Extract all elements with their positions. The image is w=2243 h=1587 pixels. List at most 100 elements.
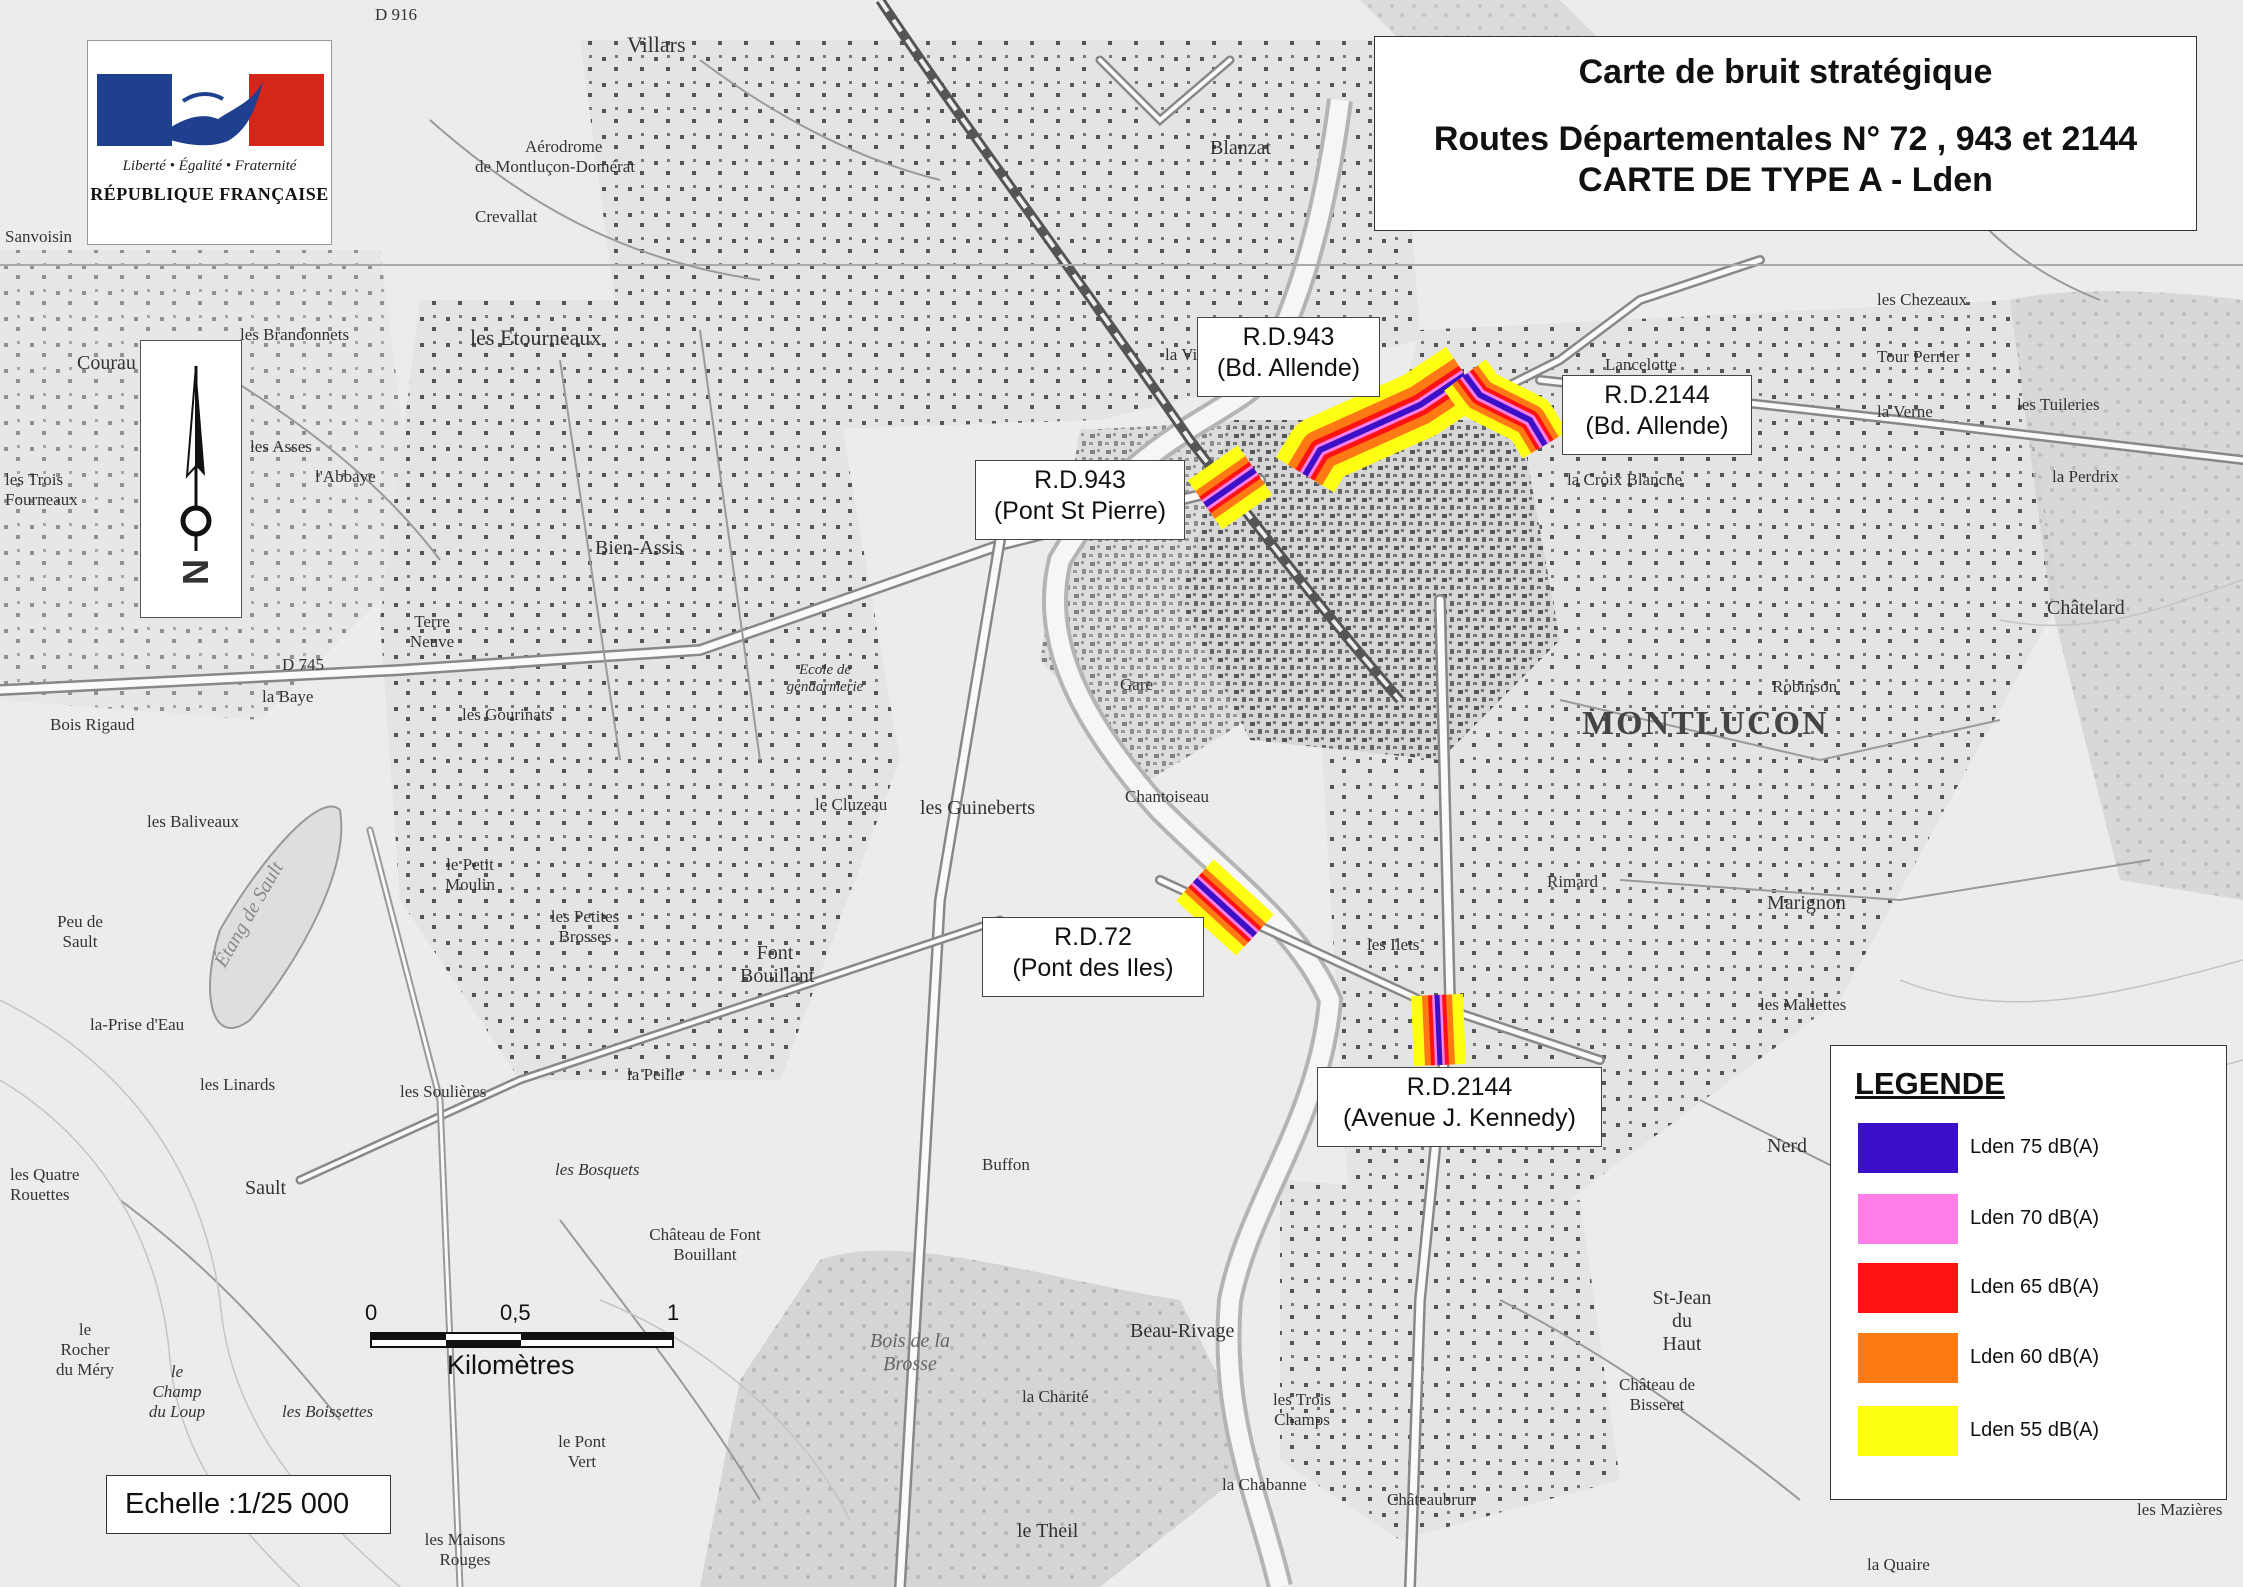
place-cluzeau: le Cluzeau <box>815 795 888 814</box>
place-chatelard: Châtelard <box>2047 597 2125 619</box>
place-chezeaux: les Chezeaux <box>1877 290 1968 309</box>
place-st-jean: St-Jean du Haut <box>1652 1287 1712 1355</box>
road-label-street: (Pont des Iles) <box>1012 954 1174 982</box>
place-gourinats: les Gourinats <box>462 705 553 724</box>
place-croix-blanche: la Croix Blanche <box>1567 470 1683 489</box>
legend-label: Lden 60 dB(A) <box>1970 1346 2099 1368</box>
place-bosquets: les Bosquets <box>555 1160 640 1179</box>
republique-francaise-logo: Liberté • Égalité • Fraternité RÉPUBLIQU… <box>87 40 332 245</box>
legend-item-65: Lden 65 dB(A) <box>1858 1263 2218 1313</box>
place-chabanne: la Chabanne <box>1222 1475 1307 1494</box>
road-label-rd2144-bd-allende[interactable]: R.D.2144 (Bd. Allende) <box>1562 375 1752 455</box>
scale-unit: Kilomètres <box>447 1350 575 1380</box>
legend-label: Lden 75 dB(A) <box>1970 1136 2099 1158</box>
north-arrow-box: N <box>140 340 242 618</box>
road-label-number: R.D.2144 <box>1406 1073 1513 1101</box>
map-subtitle-type: CARTE DE TYPE A - Lden <box>1578 161 1993 199</box>
place-asses: les Asses <box>250 437 312 456</box>
legend-item-75: Lden 75 dB(A) <box>1858 1123 2218 1173</box>
place-d916: D 916 <box>375 5 418 24</box>
place-rimard: Rimard <box>1547 872 1598 891</box>
place-trois-champs: les Trois Champs <box>1272 1390 1332 1429</box>
road-label-street: (Pont St Pierre) <box>993 497 1167 525</box>
place-nerd: Nerd <box>1767 1135 1807 1157</box>
road-label-rd72-pont-des-iles[interactable]: R.D.72 (Pont des Iles) <box>982 917 1204 997</box>
legend-label: Lden 70 dB(A) <box>1970 1207 2099 1229</box>
legend-swatch <box>1858 1263 1958 1313</box>
scale-bar-graphic <box>370 1332 674 1348</box>
forest-south <box>700 1250 1260 1587</box>
place-font-bouillant: Font Bouillant <box>740 942 815 987</box>
noise-band-rd2144-avenue-kennedy <box>1437 995 1440 1065</box>
place-villars: Villars <box>627 32 686 57</box>
place-mallettes: les Mallettes <box>1760 995 1847 1014</box>
place-d745: D 745 <box>282 655 325 674</box>
legend-swatch <box>1858 1333 1958 1383</box>
road-label-rd2144-avenue-kennedy[interactable]: R.D.2144 (Avenue J. Kennedy) <box>1317 1067 1602 1147</box>
place-quatre-rouettes: les Quatre Rouettes <box>10 1165 80 1204</box>
place-linards: les Linards <box>200 1075 276 1094</box>
republic-motto: Liberté • Égalité • Fraternité <box>122 158 297 174</box>
map-title: Carte de bruit stratégique <box>1578 53 1993 91</box>
road-label-rd943-bd-allende[interactable]: R.D.943 (Bd. Allende) <box>1197 317 1380 397</box>
place-aerodrome: Aérodrome <box>525 137 603 156</box>
road-label-number: R.D.2144 <box>1604 381 1710 409</box>
place-buffon: Buffon <box>982 1155 1030 1174</box>
railway <box>875 0 1404 704</box>
place-crevallat: Crevallat <box>475 207 538 226</box>
place-petites-brosses: les Petites Brosses <box>550 907 620 946</box>
place-la-baye: la Baye <box>262 687 314 706</box>
noise-band-rd72-pont-des-iles <box>1195 880 1255 935</box>
scale-tick-05: 0,5 <box>500 1300 531 1325</box>
legend-swatch <box>1858 1123 1958 1173</box>
legend: LEGENDE Lden 75 dB(A) Lden 70 dB(A) Lden… <box>1830 1045 2227 1500</box>
place-maisons-rouges: les Maisons Rouges <box>424 1530 506 1569</box>
place-robinson: Robinson <box>1772 677 1838 696</box>
place-rocher-mery: le Rocher du Méry <box>55 1320 115 1379</box>
legend-swatch <box>1858 1194 1958 1244</box>
marianne-flag-icon <box>97 74 324 146</box>
suburb-zone-west <box>380 300 900 1080</box>
place-bisseret: Château de Bisseret <box>1619 1375 1695 1414</box>
place-aerodrome-2: de Montluçon-Domérat <box>475 157 636 176</box>
place-chateau-fb: Château de Font Bouillant <box>649 1225 761 1264</box>
place-champ-loup: le Champ du Loup <box>148 1362 206 1421</box>
place-baliveaux: les Baliveaux <box>147 812 240 831</box>
place-bien-assis: Bien-Assis <box>595 537 683 559</box>
road-label-number: R.D.943 <box>1242 323 1335 351</box>
north-arrow-icon <box>180 365 212 551</box>
place-gare: Gare <box>1120 675 1154 694</box>
place-bois-brosse: Bois de la Brosse <box>870 1330 950 1375</box>
place-blanzat: Blanzat <box>1210 137 1272 159</box>
place-sault: Sault <box>245 1177 287 1199</box>
road-label-rd943-pont-st-pierre[interactable]: R.D.943 (Pont St Pierre) <box>975 460 1185 540</box>
place-marignon: Marignon <box>1767 892 1846 914</box>
place-etourneaux: les Etourneaux <box>470 325 602 350</box>
place-prise-eau: la-Prise d'Eau <box>90 1015 185 1034</box>
road-label-street: (Bd. Allende) <box>1216 354 1361 382</box>
map-title-box: Carte de bruit stratégique Routes Départ… <box>1374 36 2197 231</box>
legend-swatch <box>1858 1406 1958 1456</box>
road-label-street: (Avenue J. Kennedy) <box>1342 1104 1577 1132</box>
place-la-charite: la Charité <box>1022 1387 1089 1406</box>
place-soulieres: les Soulières <box>400 1082 487 1101</box>
place-guineberts: les Guineberts <box>920 797 1035 819</box>
road-label-street: (Bd. Allende) <box>1585 412 1729 440</box>
place-tour-perrier: Tour Perrier <box>1877 347 1960 366</box>
place-perdrix: la Perdrix <box>2052 467 2119 486</box>
north-letter: N <box>175 559 216 585</box>
place-la-verne: la Verne <box>1877 402 1933 421</box>
legend-item-55: Lden 55 dB(A) <box>1858 1406 2218 1456</box>
place-boissettes: les Boissettes <box>282 1402 374 1421</box>
road-label-number: R.D.943 <box>1034 466 1126 494</box>
place-bois-rigaud: Bois Rigaud <box>50 715 135 734</box>
place-chateaubrun: Châteaubrun <box>1387 1490 1474 1509</box>
place-lancelotte: Lancelotte <box>1605 355 1677 374</box>
place-brandonnets: les Brandonnets <box>240 325 350 344</box>
place-mazieres: les Mazières <box>2137 1500 2223 1519</box>
legend-title: LEGENDE <box>1855 1066 2005 1101</box>
place-le-theil: le Theil <box>1017 1520 1079 1542</box>
etang-de-sault <box>209 805 343 1029</box>
